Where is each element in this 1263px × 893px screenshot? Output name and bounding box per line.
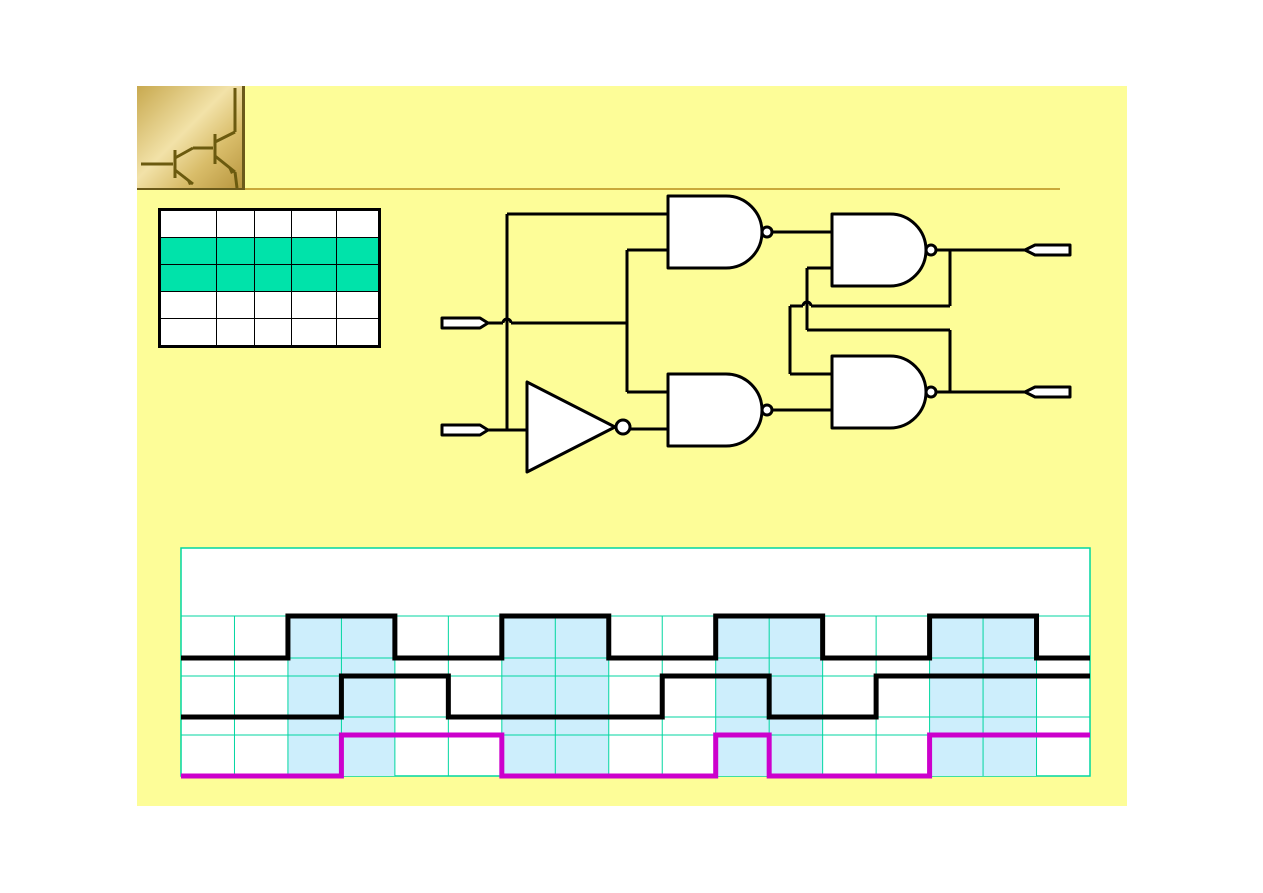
nand-gate-2: [666, 372, 832, 448]
table-cell: [336, 209, 380, 238]
table-cell: [216, 264, 255, 292]
truth-table: [158, 208, 381, 348]
shaded-column: [929, 616, 984, 776]
waveform-1: [181, 613, 1090, 661]
logo: [137, 86, 245, 190]
table-cell: [336, 264, 380, 292]
wire-input-2: [488, 212, 668, 432]
waveform-3: [181, 732, 1090, 779]
table-row-highlighted: [159, 264, 380, 292]
table-cell: [254, 237, 292, 265]
table-cell: [291, 264, 337, 292]
waveform-2: [181, 673, 1090, 720]
input-terminal-2: [440, 423, 490, 437]
transistor-icon: [141, 88, 239, 189]
input-terminal-1: [440, 316, 490, 330]
output-terminal-1: [1023, 243, 1072, 257]
table-cell: [216, 209, 255, 238]
table-row-highlighted: [159, 237, 380, 265]
table-cell: [336, 318, 380, 347]
shaded-column: [555, 616, 609, 776]
table-cell: [254, 318, 292, 347]
table-cell: [159, 237, 217, 265]
table-row: [159, 209, 380, 238]
feedback-wires: [788, 250, 952, 392]
title-divider: [245, 188, 1060, 190]
table-cell: [254, 264, 292, 292]
table-cell: [336, 237, 380, 265]
not-gate: [525, 380, 668, 474]
table-row: [159, 318, 380, 347]
table-cell: [291, 318, 337, 347]
shaded-column: [287, 616, 342, 776]
table-cell: [159, 209, 217, 238]
nand-gate-3: [830, 212, 1025, 288]
nand-gate-1: [666, 194, 832, 270]
output-terminal-2: [1023, 385, 1072, 399]
nand-gate-4: [830, 354, 1025, 430]
table-cell: [291, 209, 337, 238]
shaded-column: [341, 616, 395, 776]
shaded-column: [769, 616, 823, 776]
table-cell: [291, 237, 337, 265]
waveforms: [181, 613, 1090, 779]
shaded-column: [983, 616, 1037, 776]
shaded-column: [715, 616, 770, 776]
table-cell: [216, 318, 255, 347]
shaded-columns: [287, 616, 1037, 776]
table-cell: [159, 264, 217, 292]
table-cell: [254, 291, 292, 319]
shaded-column: [501, 616, 556, 776]
